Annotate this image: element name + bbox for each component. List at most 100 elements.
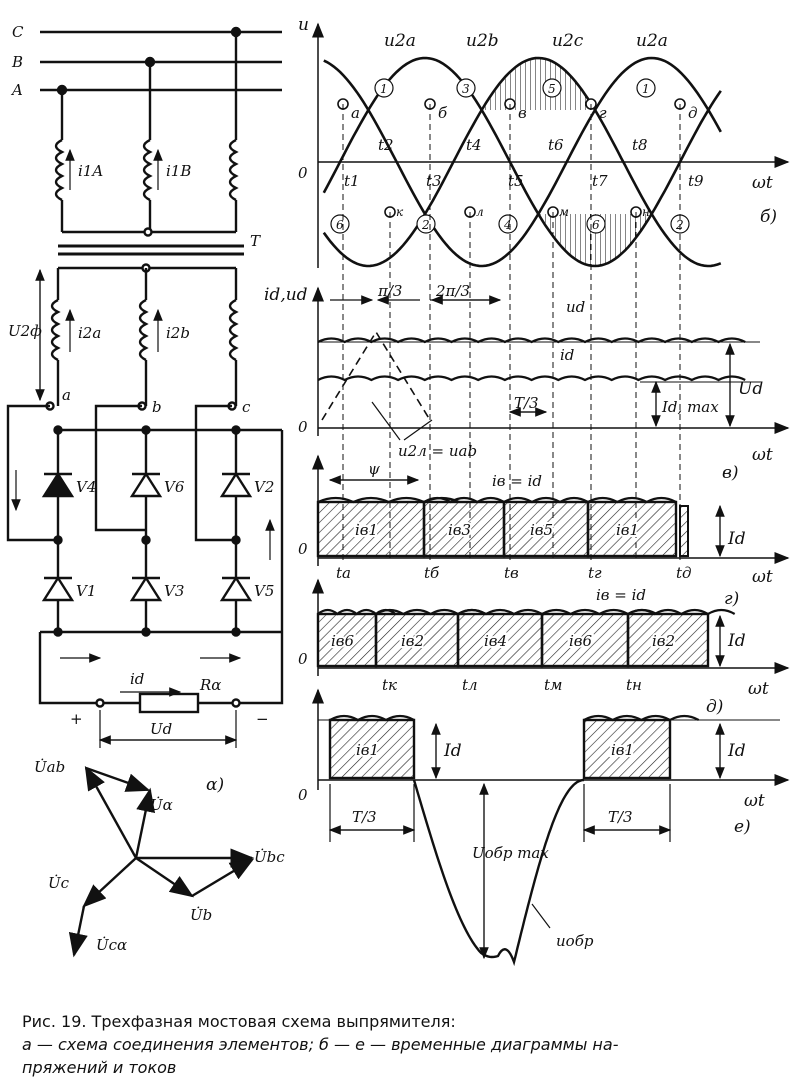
g-pulse-partial [679, 505, 689, 557]
panel-g-origin: 0 [298, 540, 308, 558]
panel-e-period-2: T/3 [608, 808, 633, 826]
time-label-6: t7 [592, 172, 608, 190]
upper-region-3: 1 [642, 82, 650, 96]
ud-ripple [317, 337, 746, 344]
diode-v5-label: V5 [254, 582, 274, 600]
e-pulse-label-0: iв1 [356, 741, 379, 759]
panel-e-x-label: ωt [744, 791, 765, 811]
time-label-4: t5 [508, 172, 524, 190]
minus-terminal: − [256, 710, 269, 728]
phasor-ub: U̇b [190, 906, 212, 924]
phase-curve-2 [323, 56, 722, 268]
panel-v-x-label: ωt [752, 445, 773, 465]
panel-v-origin: 0 [298, 418, 308, 436]
phasor-uc: U̇c [48, 874, 70, 892]
caption-line-3: пряжений и токов [22, 1058, 177, 1077]
primary-current-a: i1A [78, 162, 103, 180]
lower-region-0: 6 [336, 218, 344, 232]
e-pulse-top-1 [583, 714, 700, 722]
g-pulse-top-3 [587, 496, 677, 504]
psi-label: ψ [368, 460, 380, 478]
interval-pi3: π/3 [377, 282, 402, 300]
upper-point-label-1: б [438, 104, 448, 122]
phase-a-label: A [10, 81, 23, 99]
reverse-curve-label: uобр [556, 932, 594, 950]
node-a-label: a [62, 386, 71, 404]
time-label-5: t6 [548, 136, 564, 154]
lower-region-2: 4 [503, 218, 512, 232]
time-label-7: t8 [632, 136, 648, 154]
load-resistor-label: Rα [199, 676, 221, 694]
d-pulse-1 [374, 612, 460, 668]
d-pulse-label-2: iв4 [484, 632, 507, 650]
upper-point-label-2: в [518, 104, 527, 122]
g-pulse-label-2: iв5 [530, 521, 553, 539]
d-pulse-0 [316, 612, 378, 668]
lower-point-label-2: м [559, 205, 569, 219]
load-current-label: id [130, 670, 144, 688]
diode-v2-label: V2 [254, 478, 274, 496]
time-label-8: t9 [688, 172, 704, 190]
interval-2pi3: 2π/3 [435, 282, 470, 300]
panel-g-x-label: ωt [752, 567, 773, 587]
phasor-uab: U̇ab [34, 758, 65, 776]
circuit-labels: C B A i1A i1B T i2a i2b U2ф a b c V4 V6 … [8, 23, 274, 795]
ud-dc-label: Ud [738, 379, 763, 399]
upper-region-1: 3 [462, 82, 470, 96]
g-pulse-label-1: iв3 [448, 521, 471, 539]
panel-b-label: б) [760, 207, 777, 227]
phase-voltage-label: U2ф [8, 322, 42, 340]
time-label-3: t4 [466, 136, 482, 154]
d-pulse-label-3: iв6 [569, 632, 593, 650]
g-time-0: tа [336, 564, 351, 582]
phasor-uca: U̇cα [96, 936, 127, 954]
phasor-labels: U̇ab U̇α U̇bc U̇c U̇b U̇cα [34, 758, 285, 954]
panel-g-id: Id [727, 529, 746, 549]
upper-region-circle-2 [542, 78, 562, 98]
panel-g-note: iв = id [492, 472, 542, 490]
panel-e-origin: 0 [298, 786, 308, 804]
caption-line-2: а — схема соединения элементов; б — е — … [22, 1035, 619, 1054]
panel-b-y-label: u [298, 15, 309, 35]
curve-label-2: u2c [552, 31, 584, 51]
panel-d-origin: 0 [298, 650, 308, 668]
lower-region-circle-2 [498, 214, 518, 234]
upper-region-circle-1 [456, 78, 476, 98]
panel-b-x-label: ωt [752, 173, 773, 193]
panel-a-label: α) [206, 775, 224, 795]
upper-point-label-0: a [351, 104, 360, 122]
d-time-2: tм [544, 676, 562, 694]
primary-current-b: i1B [166, 162, 191, 180]
upper-region-circle-0 [374, 78, 394, 98]
e-pulse-label-1: iв1 [611, 741, 634, 759]
g-pulse-1 [422, 500, 506, 558]
line-voltage-label: u2л = uab [398, 442, 477, 460]
time-label-0: t1 [344, 172, 360, 190]
e-pulse-0 [328, 718, 416, 780]
d-pulse-label-1: iв2 [401, 632, 424, 650]
g-pulse-top-1 [423, 496, 505, 504]
figure-caption: Рис. 19. Трехфазная мостовая схема выпря… [22, 1010, 792, 1079]
reverse-max-label: Uобр max [472, 844, 549, 862]
g-pulse-label-3: iв1 [616, 521, 639, 539]
g-pulse-label-0: iв1 [355, 521, 378, 539]
lower-point-label-0: к [396, 205, 404, 219]
panel-d-label: д) [706, 697, 723, 717]
secondary-current-a: i2a [78, 324, 101, 342]
e-pulse-top-0 [329, 714, 415, 722]
panel-e-period-1: T/3 [352, 808, 377, 826]
d-pulse-4 [626, 612, 710, 668]
panel-g-label: г) [724, 589, 739, 609]
panel-d-id: Id [727, 631, 746, 651]
node-c-label: c [242, 398, 251, 416]
g-time-4: tд [676, 564, 692, 582]
time-label-2: t3 [426, 172, 442, 190]
d-pulse-3 [540, 612, 630, 668]
panel-v-y-label: id,ud [264, 285, 308, 305]
lower-region-4: 2 [675, 218, 684, 232]
phase-c-label: C [12, 23, 24, 41]
reverse-voltage-curve [412, 778, 585, 967]
